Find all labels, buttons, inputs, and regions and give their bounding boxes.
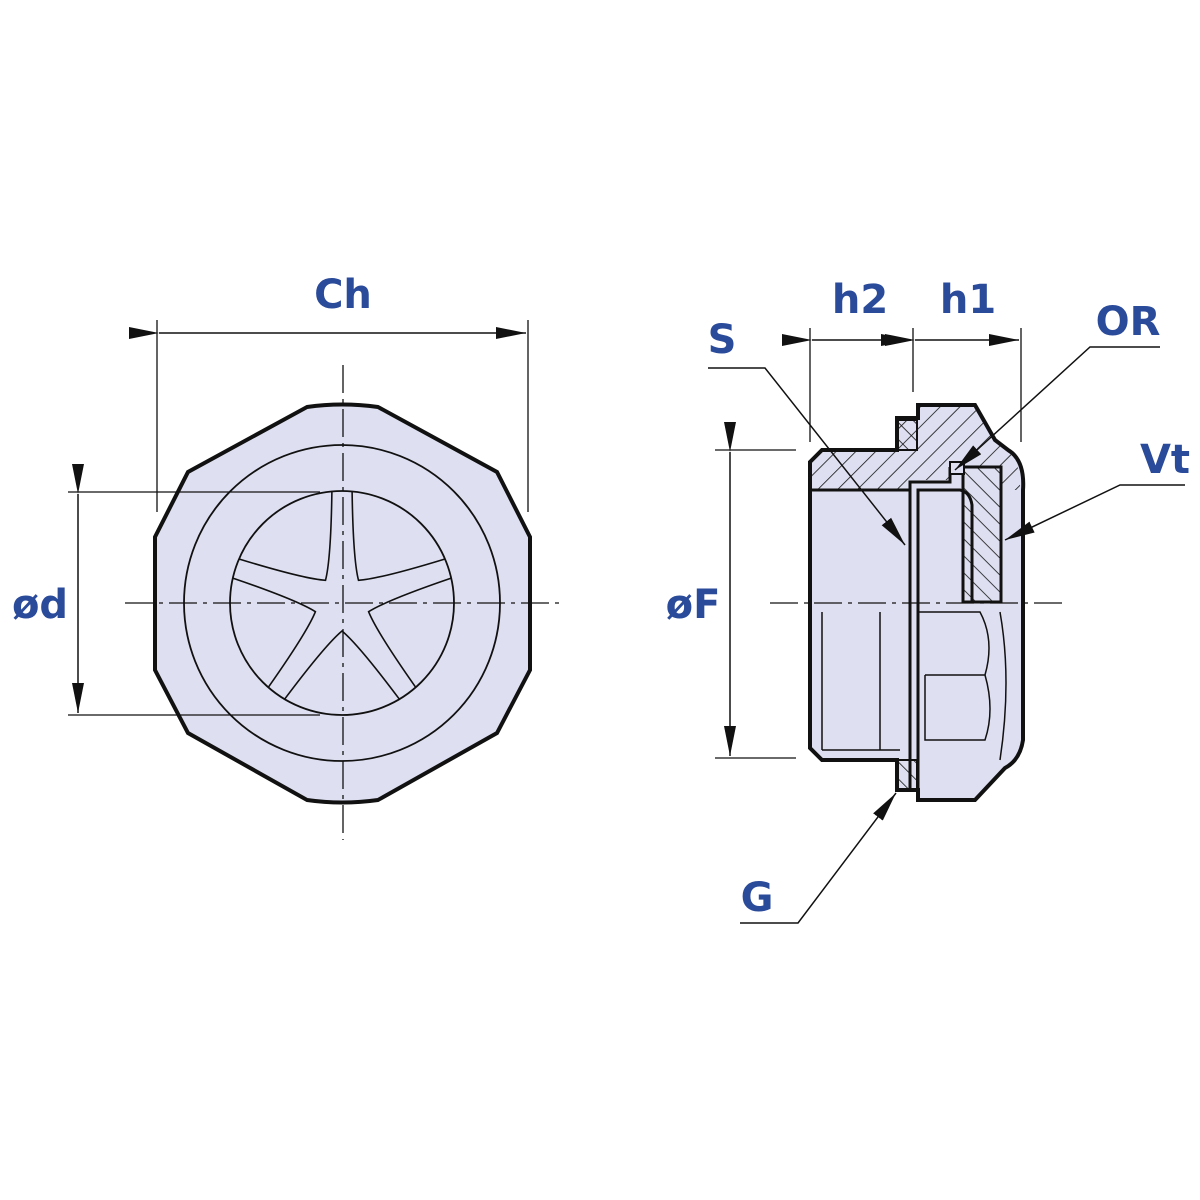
label-vt: Vt [1139, 437, 1191, 483]
label-g: G [740, 875, 774, 921]
leader-s [708, 367, 906, 546]
label-d: ød [11, 582, 69, 628]
side-section-view [708, 328, 1185, 924]
label-s: S [707, 317, 737, 363]
star-arms [232, 491, 452, 700]
star-reflector [232, 491, 452, 700]
front-view [68, 320, 560, 840]
leader-vt [1004, 484, 1185, 541]
label-or: OR [1095, 299, 1161, 345]
label-ch: Ch [314, 272, 372, 318]
label-h2: h2 [831, 277, 889, 323]
label-f: øF [665, 582, 721, 628]
leader-g [740, 792, 897, 924]
label-h1: h1 [939, 277, 997, 323]
leader-or [954, 346, 1160, 471]
